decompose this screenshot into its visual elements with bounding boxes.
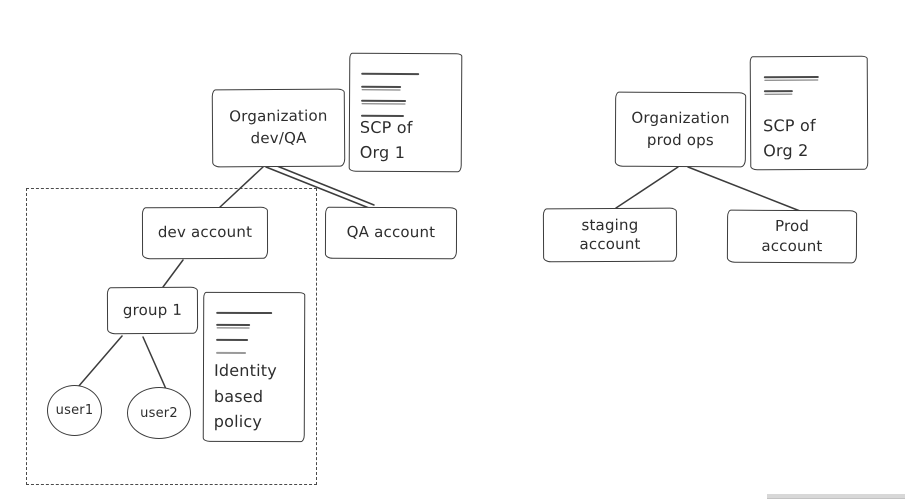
user2-ellipse: user2: [127, 387, 191, 439]
staging-account-label-line1: staging: [581, 215, 639, 234]
doc-text-line: [763, 75, 819, 79]
user1-label: user1: [55, 403, 94, 418]
org-dev-qa-label-line2: dev/QA: [250, 128, 307, 148]
edge-org1-qa-account-a: [265, 166, 370, 209]
edge-org2-staging-account: [615, 166, 679, 209]
user2-label: user2: [140, 405, 178, 421]
scp-org2-caption: SCP of Org 2: [763, 113, 816, 164]
identity-policy-caption-line3: policy: [213, 412, 263, 432]
horizontal-scrollbar-fragment[interactable]: [767, 494, 905, 499]
staging-account-box: staging account: [542, 207, 678, 263]
qa-account-box: QA account: [324, 206, 458, 260]
group1-box: group 1: [106, 286, 199, 335]
dev-boundary-dashed-frame: [26, 188, 317, 485]
org-prod-ops-box: Organization prod ops: [614, 91, 747, 168]
scp-org2-caption-line1: SCP of: [763, 115, 816, 136]
scp-org1-caption-line2: Org 1: [359, 143, 406, 163]
edge-group1-user2: [142, 336, 167, 390]
prod-account-label-line1: Prod: [774, 216, 810, 236]
identity-policy-caption-line2: based: [213, 386, 264, 406]
user1-ellipse: user1: [47, 385, 102, 436]
doc-text-line: [216, 338, 249, 341]
scp-org1-caption: SCP of Org 1: [360, 115, 413, 166]
edge-org1-dev-account: [218, 166, 264, 209]
scp-org2-caption-line2: Org 2: [763, 141, 809, 161]
prod-account-box: Prod account: [726, 209, 858, 264]
doc-text-line: [216, 311, 273, 315]
edge-dev-account-group1: [162, 259, 184, 288]
org-dev-qa-box: Organization dev/QA: [211, 88, 346, 168]
org-prod-ops-label-line2: prod ops: [646, 130, 714, 149]
edge-group1-user1: [77, 335, 123, 388]
dev-account-box: dev account: [141, 206, 269, 260]
scp-org1-document: SCP of Org 1: [348, 52, 463, 173]
qa-account-label: QA account: [346, 222, 436, 242]
staging-account-label-line2: account: [579, 234, 641, 254]
edge-org1-qa-account-b: [271, 163, 375, 206]
doc-text-line: [216, 323, 251, 326]
doc-text-line: [216, 351, 247, 354]
org-dev-qa-label-line1: Organization: [229, 106, 328, 126]
org-prod-ops-label-line1: Organization: [631, 108, 730, 128]
dev-account-label: dev account: [157, 222, 253, 242]
scp-org1-caption-line1: SCP of: [359, 117, 413, 137]
doc-text-line: [361, 99, 407, 103]
doc-text-line: [763, 90, 793, 93]
prod-account-label-line2: account: [761, 236, 823, 255]
identity-policy-caption: Identity based policy: [214, 358, 277, 435]
edge-org2-prod-account: [687, 166, 801, 212]
doc-text-line: [361, 72, 420, 76]
doc-text-line: [361, 85, 402, 88]
group1-label: group 1: [122, 300, 183, 319]
identity-policy-caption-line1: Identity: [213, 361, 277, 381]
identity-policy-document: Identity based policy: [202, 291, 306, 443]
scp-org2-document: SCP of Org 2: [749, 55, 869, 171]
